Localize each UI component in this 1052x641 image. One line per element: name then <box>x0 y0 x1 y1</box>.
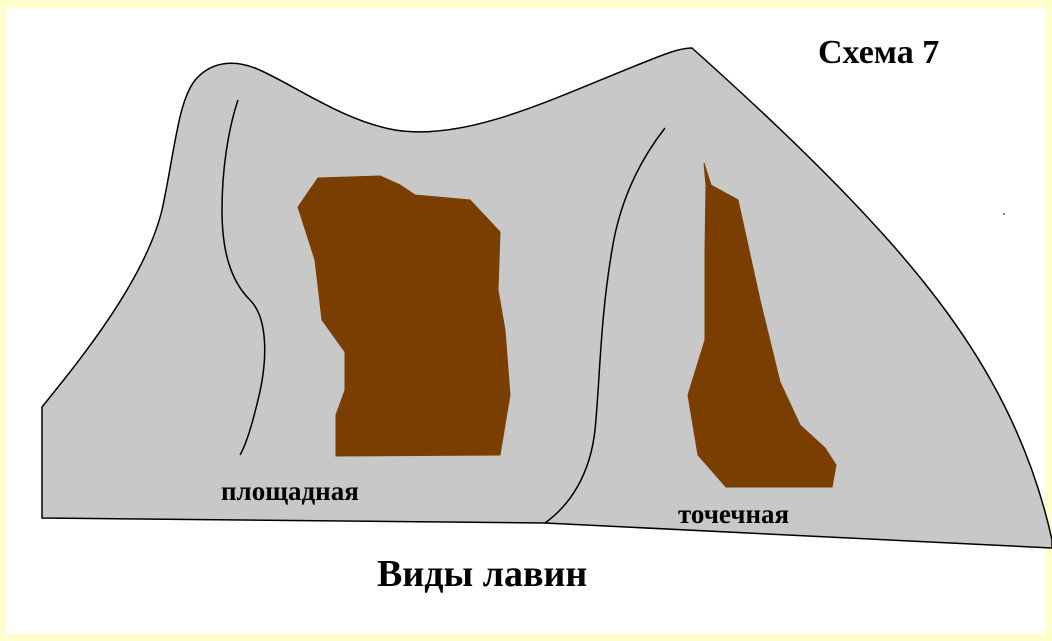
diagram-title: Схема 7 <box>818 36 939 70</box>
speck <box>1003 213 1005 215</box>
mountain-slope <box>42 48 1052 548</box>
point-avalanche-label: точечная <box>678 501 789 528</box>
diagram-caption: Виды лавин <box>377 555 587 593</box>
area-avalanche-label: площадная <box>221 478 359 505</box>
